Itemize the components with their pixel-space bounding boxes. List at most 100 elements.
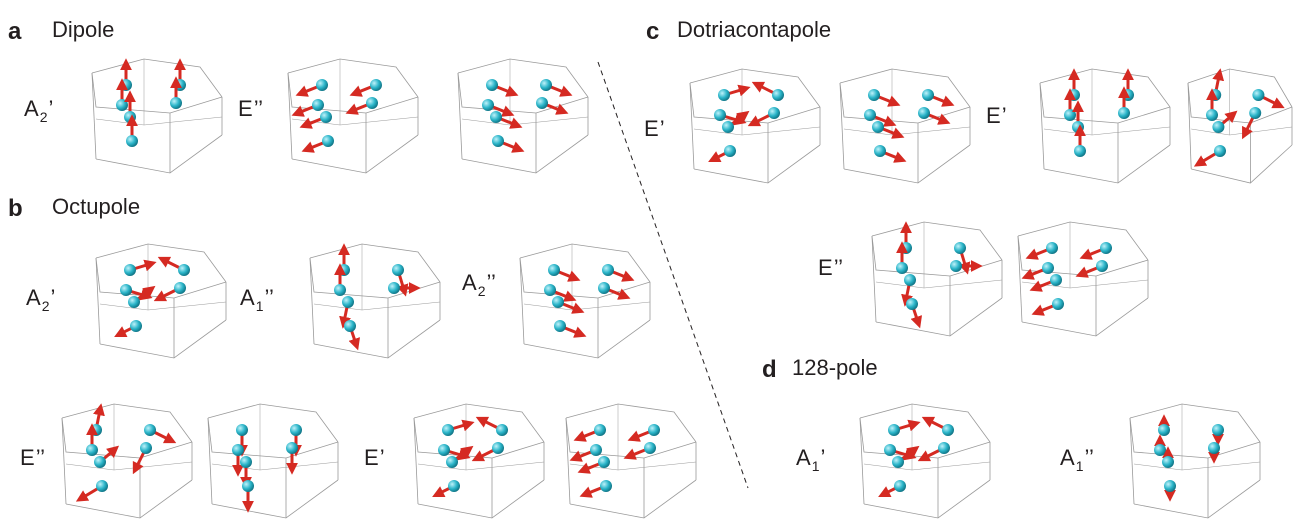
- atom-sphere: [1249, 107, 1262, 119]
- atom-sphere: [1252, 89, 1265, 101]
- atom-sphere: [120, 284, 132, 296]
- atom-sphere: [896, 262, 908, 274]
- prism-frame: [839, 68, 971, 184]
- prism-frame: [1039, 68, 1171, 184]
- atom-sphere: [316, 79, 328, 91]
- atom-sphere: [124, 264, 136, 276]
- atom-sphere: [922, 89, 934, 101]
- atom-sphere: [130, 320, 142, 332]
- atom-sphere: [904, 274, 916, 286]
- prism-frame: [519, 243, 651, 359]
- atom-sphere: [178, 264, 190, 276]
- panel-b-letter: b: [8, 195, 23, 222]
- mode-box: [565, 403, 697, 519]
- prism-frame: [95, 243, 227, 359]
- prism-frame: [287, 58, 419, 174]
- atom-sphere: [884, 444, 896, 456]
- atom-sphere: [1118, 107, 1130, 119]
- atom-sphere: [1162, 456, 1174, 468]
- prism-frame: [1017, 221, 1149, 337]
- atom-sphere: [144, 424, 156, 436]
- atom-sphere: [446, 456, 458, 468]
- irrep-label: E’’: [818, 255, 844, 280]
- atom-sphere: [950, 260, 962, 272]
- atom-sphere: [236, 424, 248, 436]
- prism-frame: [1187, 68, 1293, 184]
- atom-sphere: [1164, 480, 1176, 492]
- atom-sphere: [1050, 274, 1062, 286]
- mode-box: [871, 221, 1003, 337]
- atom-sphere: [344, 320, 356, 332]
- atom-sphere: [174, 282, 186, 294]
- irrep-label: E’: [986, 103, 1007, 128]
- mode-box: [1039, 68, 1171, 184]
- atom-sphere: [116, 99, 128, 111]
- atom-sphere: [96, 480, 108, 492]
- atom-sphere: [1212, 424, 1224, 436]
- atom-sphere: [492, 442, 504, 454]
- atom-sphere: [1154, 444, 1166, 456]
- panel-a-title: Dipole: [52, 17, 115, 42]
- prism-frame: [61, 403, 193, 519]
- atom-sphere: [242, 480, 254, 492]
- atom-sphere: [864, 109, 876, 121]
- irrep-label: A2’: [26, 285, 56, 314]
- atom-sphere: [370, 79, 382, 91]
- panel-c-title: Dotriacontapole: [677, 17, 832, 42]
- atom-sphere: [548, 264, 560, 276]
- atom-sphere: [438, 444, 450, 456]
- atom-sphere: [554, 320, 566, 332]
- atom-sphere: [342, 296, 354, 308]
- mode-box: [859, 403, 991, 519]
- atom-sphere: [482, 99, 494, 111]
- atom-sphere: [644, 442, 656, 454]
- irrep-label: A1’: [796, 445, 826, 474]
- atom-sphere: [938, 442, 950, 454]
- irrep-label: A1’’: [1060, 445, 1094, 474]
- prism-frame: [859, 403, 991, 519]
- panel-b-title: Octupole: [52, 194, 141, 219]
- atom-sphere: [1096, 260, 1108, 272]
- mode-box: [457, 58, 589, 174]
- prism-frame: [207, 403, 339, 519]
- irrep-label: E’: [364, 445, 385, 470]
- atom-sphere: [1052, 298, 1064, 310]
- panel-a-letter: a: [8, 18, 22, 45]
- atom-sphere: [874, 145, 886, 157]
- atom-sphere: [232, 444, 244, 456]
- mode-box: [287, 58, 419, 174]
- atom-sphere: [322, 135, 334, 147]
- mode-box: [519, 243, 651, 359]
- atom-sphere: [128, 296, 140, 308]
- atom-sphere: [170, 97, 182, 109]
- atom-sphere: [448, 480, 460, 492]
- atom-sphere: [126, 135, 138, 147]
- atom-sphere: [942, 424, 954, 436]
- atom-sphere: [366, 97, 378, 109]
- atom-sphere: [290, 424, 302, 436]
- atom-sphere: [892, 456, 904, 468]
- atom-sphere: [240, 456, 252, 468]
- atom-sphere: [1072, 121, 1084, 133]
- atom-sphere: [602, 264, 614, 276]
- mode-box: [207, 403, 339, 519]
- atom-sphere: [442, 424, 454, 436]
- atom-sphere: [486, 79, 498, 91]
- atom-sphere: [600, 480, 612, 492]
- atom-sphere: [1042, 262, 1054, 274]
- atom-sphere: [140, 442, 152, 454]
- atom-sphere: [1074, 145, 1086, 157]
- mode-box: [1187, 68, 1293, 184]
- atom-sphere: [918, 107, 930, 119]
- irrep-label: A2’: [24, 96, 54, 125]
- mode-box: [95, 243, 227, 359]
- irrep-label: A2’’: [462, 270, 496, 299]
- atom-sphere: [872, 121, 884, 133]
- atom-sphere: [1100, 242, 1112, 254]
- prism-frame: [309, 243, 441, 359]
- atom-sphere: [392, 264, 404, 276]
- atom-sphere: [768, 107, 780, 119]
- atom-sphere: [718, 89, 730, 101]
- mode-box: [1129, 403, 1261, 519]
- irrep-label: E’’: [20, 445, 46, 470]
